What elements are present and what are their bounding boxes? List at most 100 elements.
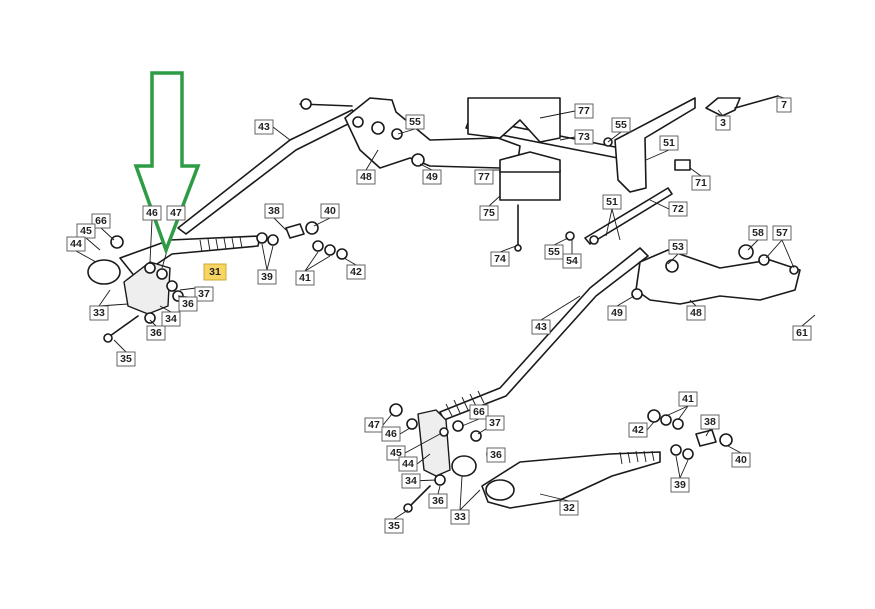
leader-line bbox=[689, 167, 702, 177]
washer-49-upper bbox=[411, 153, 425, 167]
svg-text:57: 57 bbox=[776, 227, 788, 239]
nut-41b bbox=[324, 244, 336, 256]
svg-text:48: 48 bbox=[360, 171, 372, 183]
nut-46b bbox=[406, 418, 418, 430]
svg-text:36: 36 bbox=[150, 327, 162, 339]
svg-text:34: 34 bbox=[405, 475, 417, 487]
nut-41d bbox=[672, 418, 684, 430]
leader-line bbox=[539, 110, 576, 119]
callout-72: 72 bbox=[668, 201, 688, 217]
svg-text:42: 42 bbox=[632, 424, 644, 436]
callout-77: 77 bbox=[474, 169, 494, 185]
svg-text:36: 36 bbox=[182, 298, 194, 310]
callout-37: 37 bbox=[194, 286, 214, 302]
svg-text:32: 32 bbox=[563, 502, 575, 514]
nut-39d bbox=[682, 448, 694, 460]
callout-61: 61 bbox=[792, 325, 812, 341]
leader-line bbox=[616, 295, 635, 307]
control-arm-32-thread bbox=[619, 450, 655, 465]
frame-bracket-51 bbox=[614, 97, 696, 193]
nut-39b bbox=[267, 234, 279, 246]
callout-75: 75 bbox=[479, 205, 499, 221]
svg-text:49: 49 bbox=[611, 307, 623, 319]
callout-47: 47 bbox=[364, 417, 384, 433]
svg-text:55: 55 bbox=[548, 246, 560, 258]
leader-line bbox=[677, 405, 689, 421]
callout-44: 44 bbox=[398, 456, 418, 472]
bracket-48-hole bbox=[371, 121, 385, 135]
bracket-48-lower-hole bbox=[665, 259, 679, 273]
callout-38: 38 bbox=[264, 203, 284, 219]
svg-text:55: 55 bbox=[409, 116, 421, 128]
washer-37a bbox=[166, 280, 178, 292]
callout-3: 3 bbox=[715, 115, 731, 131]
pin-71 bbox=[674, 159, 691, 171]
pin-38b bbox=[695, 429, 717, 447]
leader-line bbox=[705, 428, 711, 437]
callout-33: 33 bbox=[450, 509, 470, 525]
callout-39: 39 bbox=[670, 477, 690, 493]
leader-line bbox=[365, 149, 379, 171]
callout-36: 36 bbox=[428, 493, 448, 509]
svg-text:34: 34 bbox=[165, 313, 177, 325]
svg-text:35: 35 bbox=[120, 353, 132, 365]
leader-line bbox=[461, 418, 480, 427]
callout-37: 37 bbox=[485, 415, 505, 431]
svg-text:39: 39 bbox=[261, 271, 273, 283]
leader-line bbox=[646, 421, 655, 431]
callout-34: 34 bbox=[161, 311, 181, 327]
svg-text:53: 53 bbox=[672, 241, 684, 253]
control-arm-31-thread bbox=[199, 236, 243, 253]
leader-line bbox=[149, 319, 157, 327]
callout-41: 41 bbox=[678, 391, 698, 407]
callout-40: 40 bbox=[320, 203, 340, 219]
rod-7 bbox=[734, 95, 779, 109]
callout-57: 57 bbox=[772, 225, 792, 241]
leader-line bbox=[437, 485, 441, 495]
callout-36: 36 bbox=[178, 296, 198, 312]
callout-42: 42 bbox=[346, 264, 366, 280]
bracket-3 bbox=[705, 97, 741, 117]
part-callouts: 43 55 77 73 55 7 3 51 48 49 77 71 75 72 … bbox=[66, 97, 812, 534]
svg-text:41: 41 bbox=[682, 393, 694, 405]
clamp-block-75-lower bbox=[499, 169, 561, 201]
leader-line bbox=[727, 445, 742, 454]
leader-line bbox=[540, 295, 581, 321]
callout-71: 71 bbox=[691, 175, 711, 191]
callout-74: 74 bbox=[490, 251, 510, 267]
callout-53: 53 bbox=[668, 239, 688, 255]
nut-66b bbox=[452, 420, 464, 432]
leader-line bbox=[499, 245, 517, 253]
callout-7: 7 bbox=[776, 97, 792, 113]
svg-text:37: 37 bbox=[198, 288, 210, 300]
bolt-35a-head bbox=[103, 333, 113, 343]
callout-36: 36 bbox=[146, 325, 166, 341]
svg-text:46: 46 bbox=[385, 428, 397, 440]
cap-40b bbox=[719, 433, 733, 447]
nut-41a bbox=[312, 240, 324, 252]
clamp-block-77-upper bbox=[467, 97, 561, 143]
leader-line bbox=[679, 459, 689, 479]
svg-text:48: 48 bbox=[690, 307, 702, 319]
leader-line bbox=[304, 255, 331, 272]
callout-51: 51 bbox=[602, 194, 622, 210]
callout-31: 31 bbox=[203, 263, 227, 281]
arm-32-eye bbox=[485, 479, 515, 501]
pivot-bracket-lower bbox=[417, 409, 451, 477]
svg-text:44: 44 bbox=[70, 238, 82, 250]
callout-51: 51 bbox=[659, 135, 679, 151]
bolt-74-head bbox=[514, 244, 522, 252]
callout-46: 46 bbox=[381, 426, 401, 442]
svg-text:74: 74 bbox=[494, 253, 506, 265]
pivot-hub bbox=[451, 455, 477, 477]
svg-text:33: 33 bbox=[93, 307, 105, 319]
svg-text:45: 45 bbox=[390, 447, 402, 459]
callout-43: 43 bbox=[254, 119, 274, 135]
callout-46: 46 bbox=[142, 205, 162, 221]
svg-text:45: 45 bbox=[80, 225, 92, 237]
callout-38: 38 bbox=[700, 414, 720, 430]
leader-line bbox=[382, 413, 393, 426]
upper-linkage-assembly bbox=[177, 95, 801, 421]
leader-line bbox=[304, 251, 319, 272]
